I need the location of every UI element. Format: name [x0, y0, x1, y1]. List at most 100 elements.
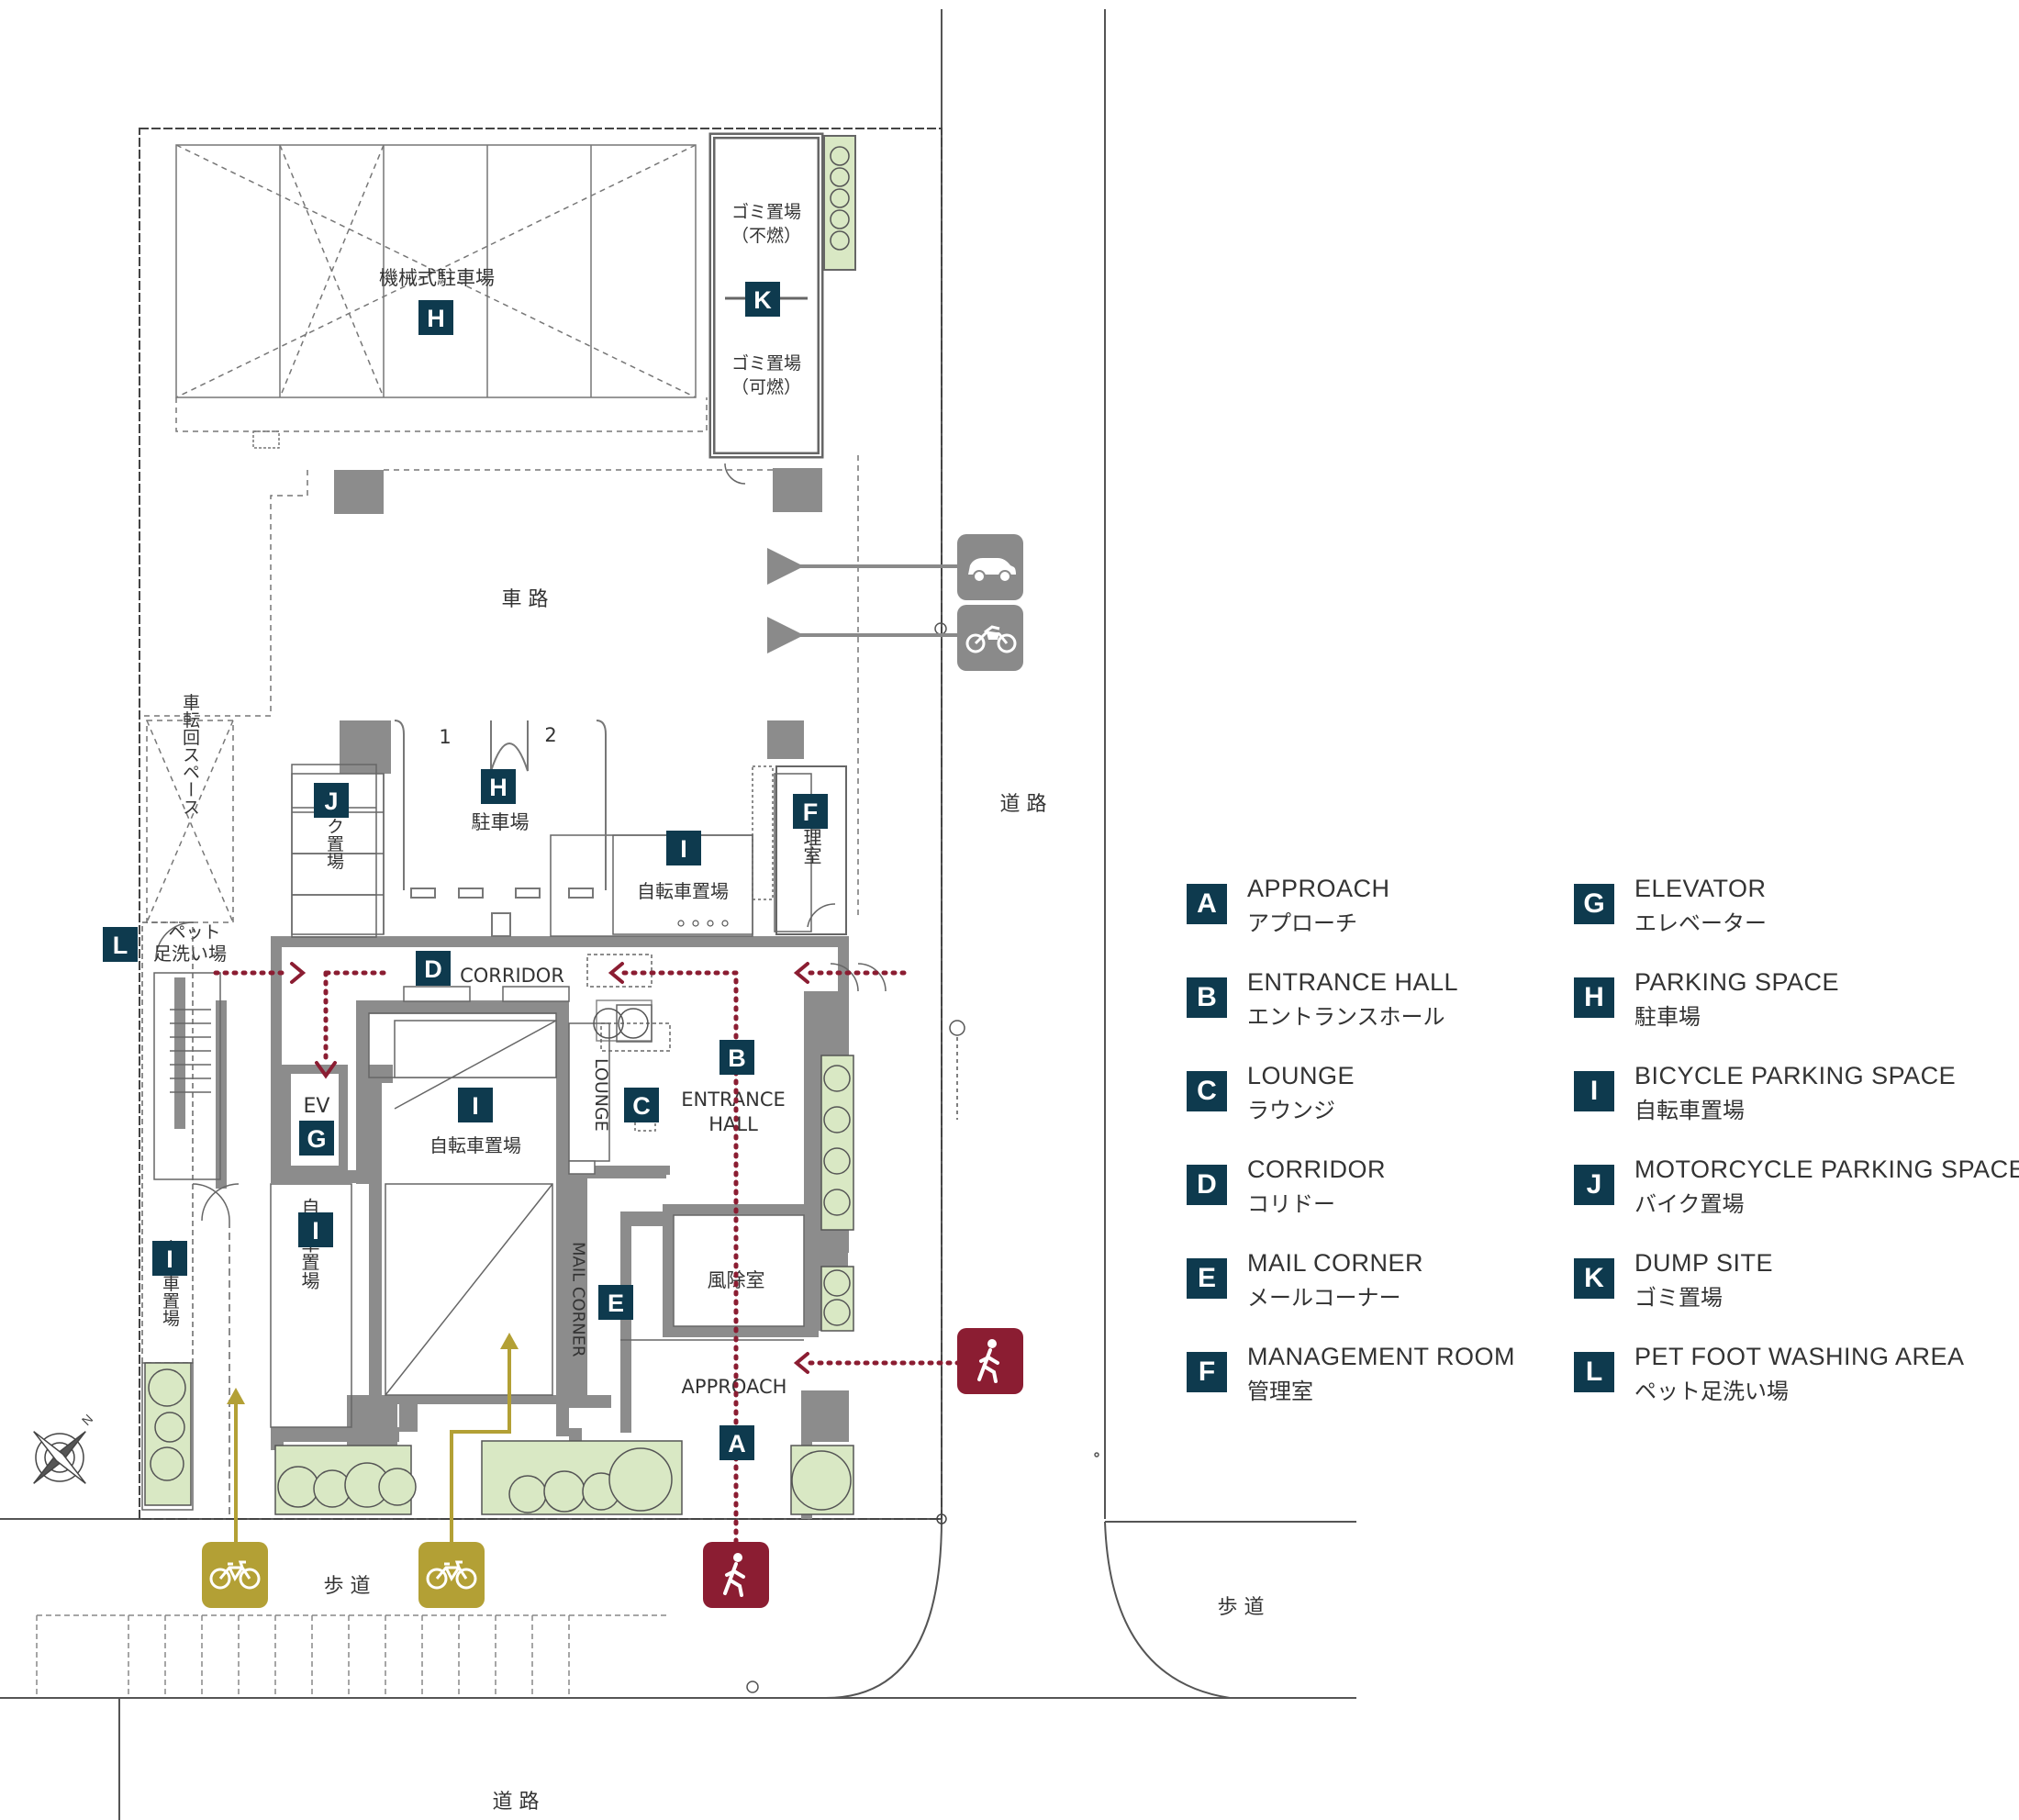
svg-text:J: J	[324, 787, 338, 815]
entrance-hall-label-1: ENTRANCE	[681, 1089, 786, 1111]
legend-label-ja: 自転車置場	[1634, 1098, 1745, 1123]
svg-text:I: I	[680, 835, 687, 863]
plan-badge-j: J	[314, 783, 349, 818]
motorcycle-parking	[291, 773, 385, 935]
turning-space-label: 車転回スペース	[180, 693, 200, 815]
legend-badge: J	[1574, 1165, 1614, 1205]
svg-text:E: E	[608, 1290, 624, 1317]
svg-text:A: A	[728, 1430, 746, 1457]
corridor-label: CORRIDOR	[460, 965, 564, 987]
plan-badge-i: I	[458, 1088, 493, 1122]
flat-parking	[394, 720, 607, 937]
motorcycle-icon	[957, 605, 1023, 671]
parking-label: 駐車場	[472, 811, 530, 833]
svg-text:I: I	[472, 1092, 479, 1120]
legend-label-ja: コリドー	[1247, 1191, 1335, 1217]
legend-item-b: B ENTRANCE HALL エントランスホール	[1187, 968, 1581, 1033]
bicycle-parking-label-top: 自転車置場	[637, 880, 729, 902]
legend-label-en: DUMP SITE	[1634, 1249, 1774, 1277]
legend-badge: C	[1187, 1071, 1227, 1111]
elevator-label: EV	[304, 1095, 330, 1118]
legend-label-en: APPROACH	[1247, 875, 1390, 902]
legend-item-j: J MOTORCYCLE PARKING SPACE バイク置場	[1574, 1156, 2019, 1220]
legend-label-en: ELEVATOR	[1634, 875, 1767, 902]
legend-item-g: G ELEVATOR エレベーター	[1574, 875, 1969, 939]
bicycle-icon	[202, 1542, 268, 1608]
svg-text:G: G	[307, 1125, 326, 1153]
legend-item-l: L PET FOOT WASHING AREA ペット足洗い場	[1574, 1343, 1969, 1407]
dump-nonburnable-label-2: （不燃）	[731, 226, 801, 246]
plan-badge-b: B	[719, 1040, 754, 1075]
svg-text:K: K	[753, 286, 772, 314]
driveway-label: 車 路	[502, 588, 549, 611]
legend-badge: F	[1187, 1352, 1227, 1392]
column	[773, 468, 822, 512]
car-icon	[957, 534, 1023, 600]
compass-icon: N	[33, 1412, 95, 1484]
mail-corner-label: MAIL CORNER	[569, 1242, 588, 1357]
bicycle-icon	[418, 1542, 485, 1608]
sidewalk-right-label: 歩 道	[1218, 1596, 1265, 1619]
legend-item-d: D CORRIDOR コリドー	[1187, 1156, 1581, 1220]
plan-badge-h: H	[481, 769, 516, 804]
legend-label-en: MAIL CORNER	[1247, 1249, 1424, 1277]
pedestrian-icon	[703, 1542, 769, 1608]
legend-label-ja: エントランスホール	[1247, 1004, 1445, 1030]
plan-badge-a: A	[719, 1425, 754, 1460]
legend: A APPROACH アプローチ B ENTRANCE HALL エントランスホ…	[1187, 875, 2019, 1425]
svg-text:I: I	[312, 1217, 319, 1245]
parking-space-number-1: 1	[439, 726, 451, 748]
legend-badge: E	[1187, 1258, 1227, 1299]
column	[334, 470, 384, 514]
plan-badge-c: C	[624, 1088, 659, 1122]
legend-label-ja: ペット足洗い場	[1634, 1379, 1789, 1404]
legend-label-ja: アプローチ	[1247, 910, 1357, 936]
svg-text:H: H	[489, 774, 508, 801]
legend-badge: I	[1574, 1071, 1614, 1111]
svg-text:I: I	[166, 1245, 173, 1273]
svg-text:F: F	[803, 798, 819, 826]
plan-badge-e: E	[598, 1285, 633, 1320]
crosswalk	[36, 1614, 670, 1698]
bicycle-route	[234, 1349, 511, 1542]
legend-label-en: MANAGEMENT ROOM	[1247, 1343, 1516, 1370]
bicycle-arrowheads	[227, 1333, 519, 1404]
legend-label-ja: 駐車場	[1634, 1004, 1701, 1030]
svg-text:C: C	[632, 1092, 651, 1120]
pedestrian-icon	[957, 1328, 1023, 1394]
legend-badge: B	[1187, 977, 1227, 1018]
legend-badge: G	[1574, 884, 1614, 924]
svg-text:B: B	[728, 1044, 746, 1072]
pet-wash-label-1: ペット	[168, 922, 220, 943]
parking-space-number-2: 2	[544, 724, 556, 746]
legend-badge: H	[1574, 977, 1614, 1018]
legend-label-en: CORRIDOR	[1247, 1156, 1386, 1183]
pet-wash-label-2: 足洗い場	[153, 943, 227, 965]
legend-item-h: H PARKING SPACE 駐車場	[1574, 968, 1969, 1033]
plan-badge-i: I	[666, 831, 701, 865]
plan-badge-k: K	[745, 282, 780, 317]
svg-text:N: N	[79, 1412, 95, 1428]
dump-burnable-label-1: ゴミ置場	[731, 353, 801, 374]
legend-label-en: PARKING SPACE	[1634, 968, 1840, 996]
driveway-outline	[139, 470, 308, 717]
plan-badge-l: L	[103, 927, 138, 962]
legend-label-ja: ラウンジ	[1247, 1098, 1335, 1123]
svg-text:D: D	[424, 955, 442, 983]
plan-badge-d: D	[416, 951, 451, 986]
legend-badge: D	[1187, 1165, 1227, 1205]
legend-label-en: ENTRANCE HALL	[1247, 968, 1459, 996]
vehicle-route	[767, 548, 959, 653]
bicycle-parking-label-center: 自転車置場	[429, 1134, 521, 1156]
plan-badge-h: H	[418, 300, 453, 335]
legend-label-ja: メールコーナー	[1247, 1285, 1401, 1311]
legend-item-a: A APPROACH アプローチ	[1187, 875, 1581, 939]
legend-badge: K	[1574, 1258, 1614, 1299]
legend-label-ja: エレベーター	[1634, 910, 1767, 936]
legend-label-en: BICYCLE PARKING SPACE	[1634, 1062, 1957, 1089]
plan-badges: H K H J I F L D B C I G I I E A	[103, 282, 828, 1460]
legend-label-en: PET FOOT WASHING AREA	[1634, 1343, 1965, 1370]
legend-item-f: F MANAGEMENT ROOM 管理室	[1187, 1343, 1581, 1407]
management-room	[775, 765, 847, 935]
plan-badge-i: I	[152, 1241, 187, 1276]
